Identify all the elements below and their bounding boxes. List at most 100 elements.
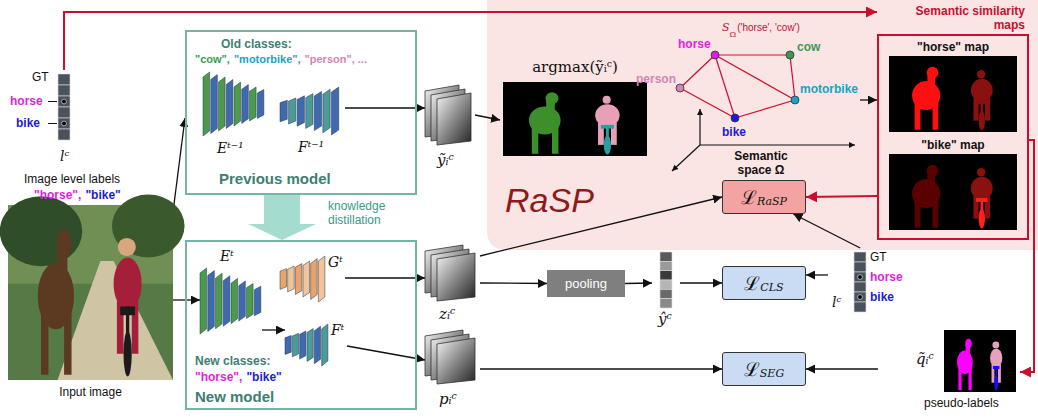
- text-slot: Input image: [8, 385, 173, 399]
- vector-cell: [660, 289, 672, 298]
- similarity-link: [680, 88, 735, 118]
- node-text: Previous model: [219, 170, 331, 187]
- node-text: "bike" map: [885, 138, 1021, 152]
- horse-head: [545, 92, 558, 104]
- layer-slab: [314, 326, 320, 363]
- person-head: [118, 238, 136, 256]
- text-slot: bike: [870, 290, 894, 304]
- layer-slab: [300, 331, 306, 359]
- node-text: ℒ: [744, 358, 760, 381]
- connector: [806, 196, 877, 197]
- leader-line: [48, 123, 57, 124]
- label: horse: [678, 37, 711, 51]
- layer-slab: [257, 90, 264, 119]
- output-maps: zᵢᶜ: [425, 245, 480, 325]
- similarity-map: "horse" map: [885, 40, 1021, 135]
- text-slot: Previous model: [219, 170, 331, 188]
- text-slot: Image level labels: [24, 172, 120, 186]
- axis-line: [700, 144, 855, 145]
- node-text: bike: [870, 290, 894, 304]
- axis-line: [672, 145, 700, 171]
- bike-frame: [981, 100, 984, 115]
- node-text: Input image: [8, 385, 173, 399]
- text-slot: "horse" map: [885, 40, 1021, 54]
- similarity-link: [680, 55, 715, 88]
- horse-head: [965, 339, 971, 349]
- encoder: Eᵗ⁻¹: [203, 72, 265, 164]
- text-slot: Old classes:: [221, 37, 292, 51]
- similarity-link: [715, 54, 790, 55]
- connector: [475, 115, 500, 120]
- class-point: [711, 51, 719, 59]
- output-maps: pᵢᶜ: [425, 330, 480, 415]
- node-text: q̃ᵢᶜ: [916, 350, 934, 368]
- node-text: Fᵗ⁻¹: [298, 139, 324, 155]
- horse-head: [57, 230, 72, 258]
- node-text: lᶜ: [60, 148, 69, 164]
- model-box: Old classes:"cow","motorbike","person", …: [185, 30, 417, 195]
- text-slot: bike: [16, 116, 40, 130]
- layer-slab: [295, 264, 302, 295]
- text-slot: ('horse', 'cow'): [737, 20, 800, 34]
- class-point: [731, 114, 739, 122]
- vector-cell: [660, 252, 672, 261]
- text-slot: Eᵗ: [220, 248, 234, 265]
- text-slot: lᶜ: [832, 294, 841, 311]
- layer-slab: [216, 273, 223, 329]
- leader-line: [48, 101, 57, 102]
- panel-frame: [878, 35, 1028, 239]
- person-torso: [114, 258, 142, 311]
- text-slot: lᶜ: [60, 148, 69, 165]
- vector-cell: [854, 262, 866, 272]
- node-text: RaSP: [757, 195, 787, 208]
- label: "bike": [85, 188, 120, 202]
- text-slot: horse: [10, 94, 43, 108]
- loss-box: ℒCLS: [722, 266, 806, 300]
- connector: [480, 282, 547, 284]
- node-text: pseudo-labels: [924, 396, 999, 410]
- tree: [112, 195, 185, 258]
- connector: [345, 277, 425, 278]
- label: Ω: [730, 30, 737, 39]
- node-text: CLS: [760, 281, 783, 294]
- vector-dot: [62, 99, 67, 104]
- node-text: Eᵗ⁻¹: [217, 140, 244, 156]
- similarity-link: [790, 55, 795, 100]
- node-text: Semantic similarity maps: [897, 4, 1025, 32]
- node-text: GT: [870, 250, 887, 264]
- decoder: Fᵗ⁻¹: [280, 85, 345, 165]
- vector-cell: [854, 252, 866, 262]
- bike-frame: [981, 198, 984, 213]
- text-slot: ŷᶜ: [658, 310, 672, 328]
- text-slot: horse: [870, 270, 903, 284]
- node-text: ỹᵢᶜ: [437, 151, 454, 169]
- node-text: "motorbike",: [234, 53, 301, 66]
- layer-slab: [250, 87, 257, 121]
- label-vector: GT horse bike lᶜ: [828, 248, 920, 320]
- class-point: [676, 84, 684, 92]
- image-ground: [889, 56, 1017, 132]
- node-text: ŷᶜ: [658, 310, 672, 328]
- connector: [680, 282, 722, 283]
- vector-dot: [858, 275, 863, 280]
- label: S: [722, 21, 730, 34]
- illustration: [885, 138, 1021, 234]
- node-text: "cow",: [195, 53, 230, 66]
- image-ground: [944, 330, 1016, 392]
- illustration: [885, 40, 1021, 135]
- decoder: Gᵗ: [280, 254, 345, 304]
- connector: [806, 274, 828, 275]
- text-slot: horse: [678, 37, 711, 51]
- rasp-region: RaSPargmax(ỹᵢᶜ)Semantic space ΩSemantic …: [487, 0, 1038, 252]
- person-head: [603, 96, 611, 104]
- text-slot: Semantic space Ω: [728, 149, 794, 178]
- encoder: Eᵗ: [200, 248, 262, 343]
- horse-body: [38, 263, 74, 330]
- horse-body: [957, 350, 973, 374]
- bike-frame: [995, 366, 996, 378]
- text-slot: "bike": [85, 188, 120, 202]
- horse-body: [529, 106, 561, 134]
- node-text: SEG: [760, 367, 784, 380]
- connector: [806, 368, 878, 369]
- layer-slab: [242, 85, 249, 124]
